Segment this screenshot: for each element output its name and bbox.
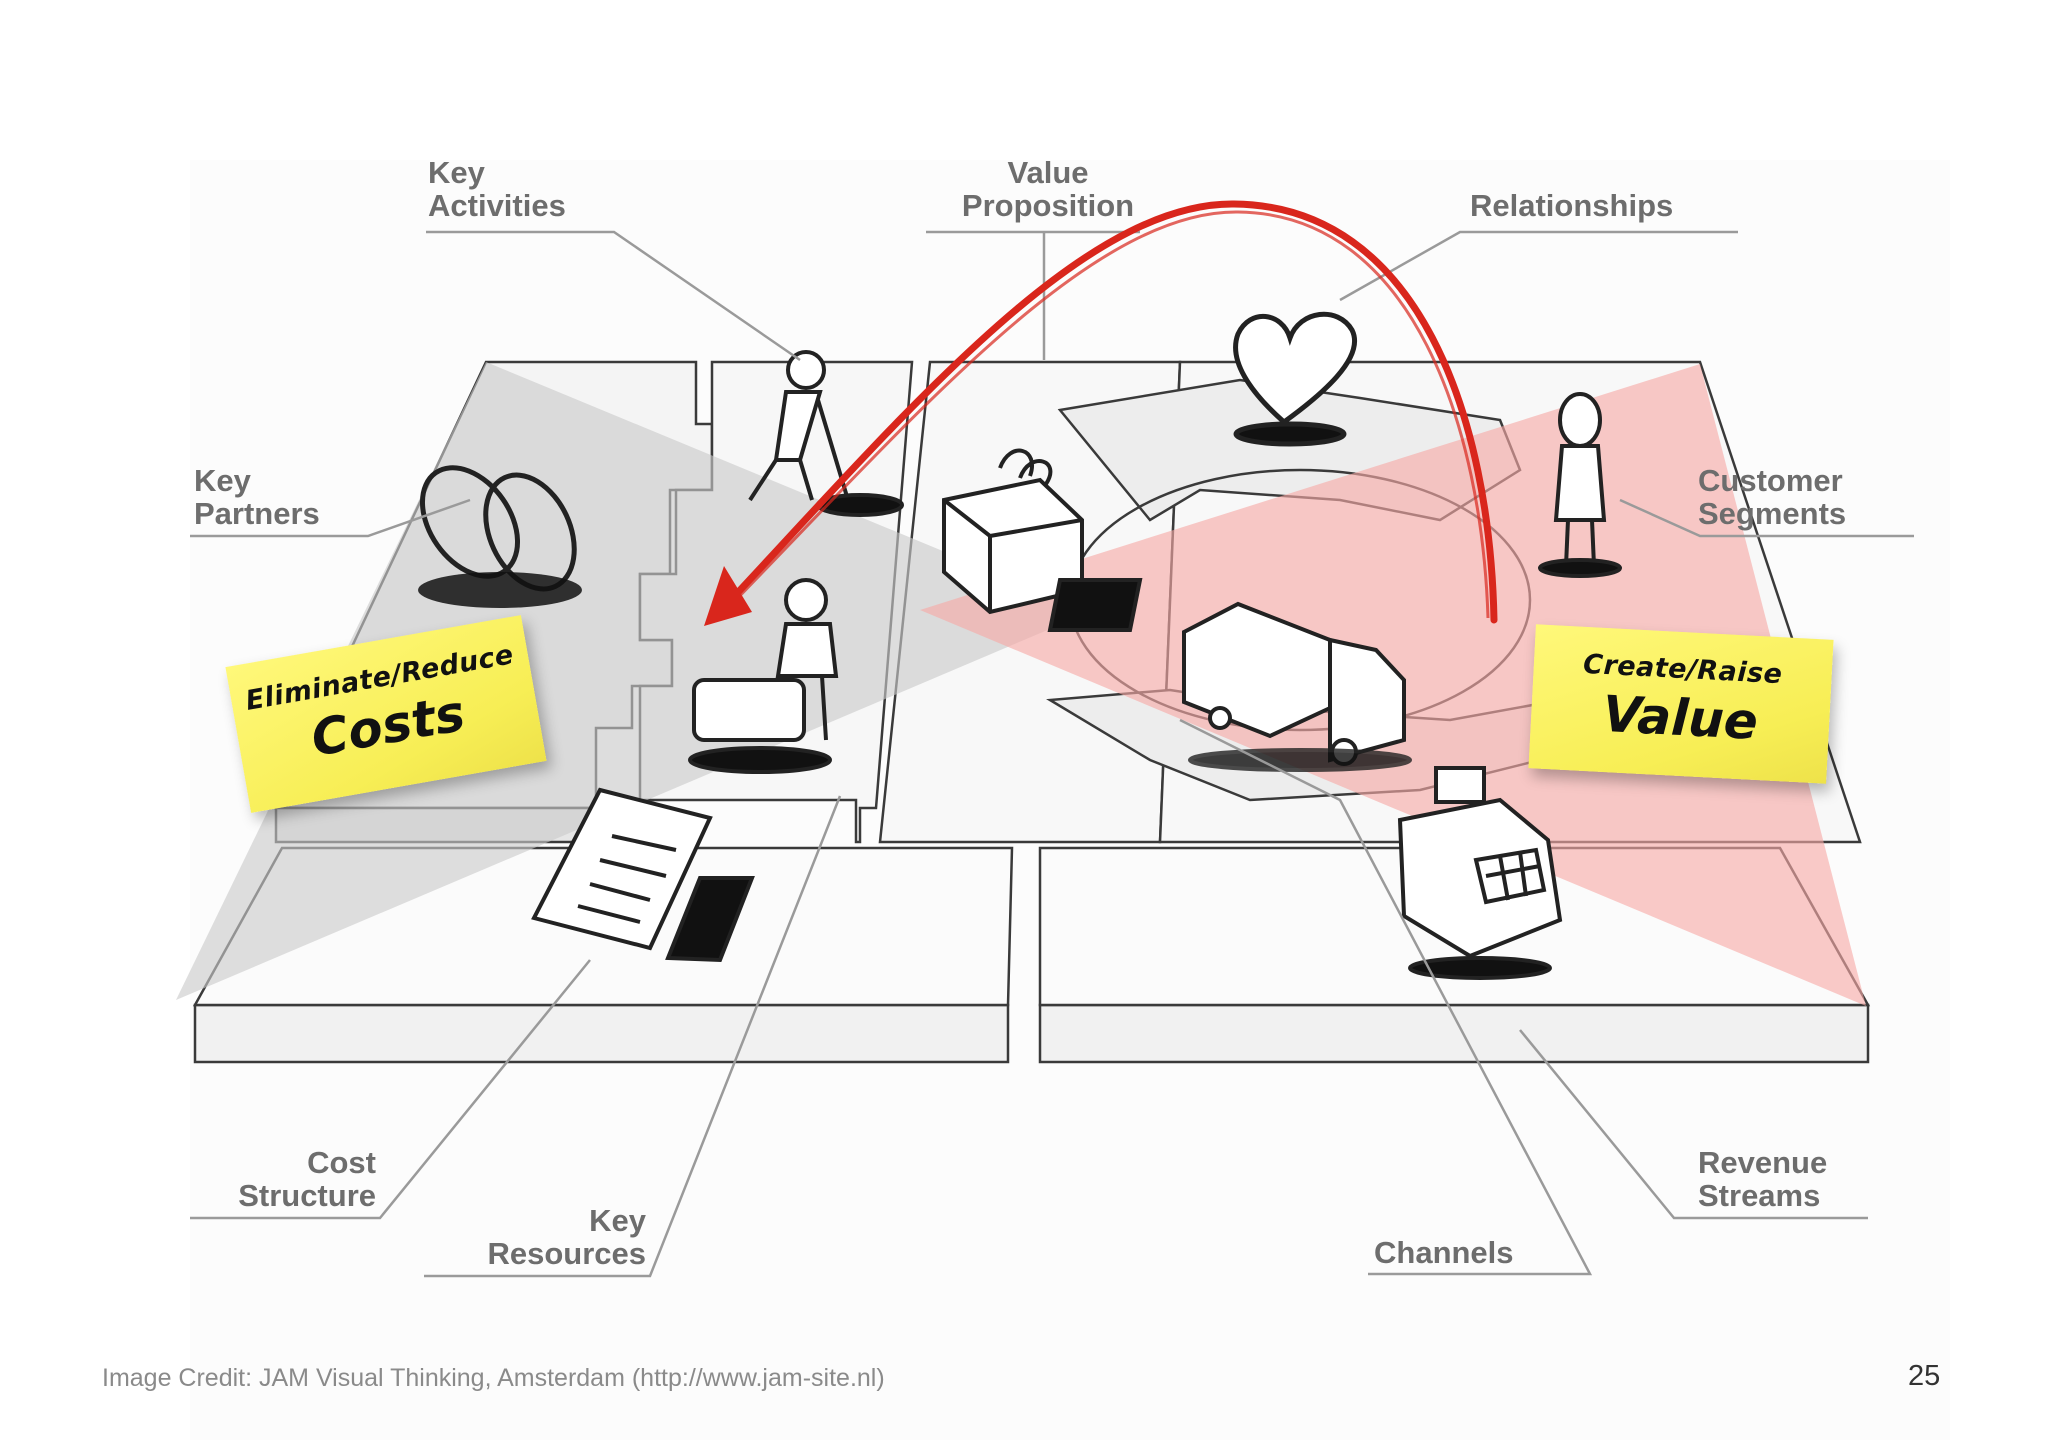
label-key-resources: Key Resources bbox=[487, 1203, 646, 1271]
cash-register-icon bbox=[1397, 766, 1563, 980]
label-channels: Channels bbox=[1374, 1235, 1514, 1270]
worker-digging-icon bbox=[748, 350, 904, 517]
heart-icon bbox=[1233, 311, 1357, 447]
sticky-note-value-title: Value bbox=[1601, 684, 1760, 752]
page-number: 25 bbox=[1908, 1360, 1941, 1392]
label-value-proposition: Value Proposition bbox=[961, 155, 1135, 223]
sticky-note-value: Create/Raise Value bbox=[1528, 624, 1834, 784]
label-relationships: Relationships bbox=[1470, 188, 1674, 223]
leader-lines bbox=[190, 230, 1914, 1278]
document-icon bbox=[531, 787, 755, 963]
arrowhead bbox=[704, 566, 752, 626]
image-credit: Image Credit: JAM Visual Thinking, Amste… bbox=[102, 1364, 885, 1392]
gift-icon bbox=[942, 448, 1143, 632]
rings-icon bbox=[418, 465, 582, 608]
label-key-activities: Key Activities bbox=[428, 155, 566, 223]
truck-icon bbox=[1182, 601, 1412, 772]
label-cost-structure: Cost Structure bbox=[238, 1145, 376, 1213]
value-to-cost-arrow bbox=[710, 200, 1498, 624]
label-key-partners: Key Partners bbox=[194, 463, 320, 531]
worker-machine-icon bbox=[688, 578, 839, 774]
label-revenue-streams: Revenue Streams bbox=[1698, 1145, 1828, 1213]
customer-icon bbox=[1538, 392, 1622, 578]
label-customer-segments: Customer Segments bbox=[1698, 463, 1847, 531]
cost-wedge bbox=[176, 362, 1090, 1000]
